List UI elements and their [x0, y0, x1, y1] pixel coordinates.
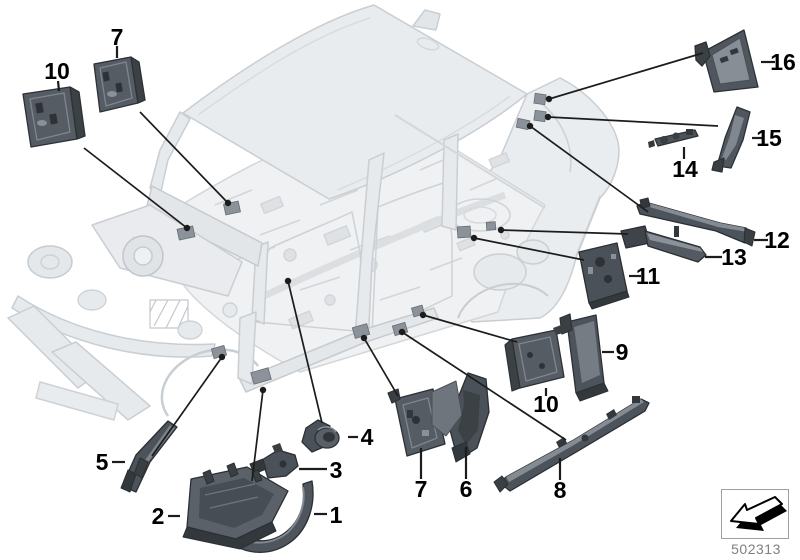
- leader-dot-13: [497, 226, 505, 234]
- leader-lines: [56, 46, 775, 518]
- callout-label-15[interactable]: 15: [756, 125, 782, 151]
- mount-point-marker: [533, 92, 547, 106]
- a-pillar: [149, 111, 191, 197]
- part-10-top-shape[interactable]: [22, 86, 86, 148]
- callout-label-8[interactable]: 8: [554, 477, 567, 503]
- leader-line-11: [473, 237, 585, 261]
- leader-dot-10-side: [419, 311, 427, 319]
- mount-point-marker: [533, 109, 547, 123]
- part-4-shape[interactable]: [301, 419, 340, 453]
- part-9-shape[interactable]: [559, 313, 609, 402]
- mount-point-marker: [485, 221, 497, 231]
- c-pillar: [441, 133, 459, 231]
- leader-dot-7-top: [224, 199, 232, 207]
- label-connector-10-top: [56, 80, 61, 92]
- callout-label-10-top[interactable]: 10: [44, 58, 70, 84]
- leader-dot-12: [526, 122, 534, 130]
- leader-line-7-top: [139, 111, 229, 204]
- part-6-shape[interactable]: [431, 372, 490, 463]
- part-13-shape[interactable]: [620, 225, 707, 263]
- callout-label-9[interactable]: 9: [616, 339, 629, 365]
- mount-point-marker: [456, 225, 472, 239]
- callout-label-7-side[interactable]: 7: [415, 476, 428, 502]
- callout-label-3[interactable]: 3: [330, 457, 343, 483]
- leader-line-4: [287, 280, 323, 424]
- leader-line-8: [401, 331, 567, 441]
- part-8-shape[interactable]: [493, 396, 650, 493]
- leader-dot-15: [544, 113, 552, 121]
- part-16-shape[interactable]: [694, 29, 759, 93]
- callout-label-16[interactable]: 16: [770, 49, 796, 75]
- callout-label-13[interactable]: 13: [721, 244, 747, 270]
- leader-line-15: [547, 116, 719, 127]
- callout-label-7-top[interactable]: 7: [111, 24, 124, 50]
- part-11-shape[interactable]: [578, 242, 630, 310]
- leader-dot-4: [284, 277, 292, 285]
- leader-dot-2: [259, 386, 267, 394]
- roof-detail: [416, 37, 440, 51]
- mount-point-marker: [250, 367, 272, 385]
- antenna-fin: [412, 9, 441, 31]
- callout-label-12[interactable]: 12: [764, 227, 790, 253]
- part-10-side-shape[interactable]: [504, 325, 565, 392]
- leader-dot-8: [398, 328, 406, 336]
- part-2-shape[interactable]: [182, 462, 289, 550]
- callout-label-2[interactable]: 2: [152, 503, 165, 529]
- figure-number: 502313: [731, 541, 781, 557]
- callout-label-14[interactable]: 14: [672, 156, 698, 182]
- leader-dot-10-top: [183, 224, 191, 232]
- leader-line-16: [548, 52, 704, 100]
- part-7-top-shape[interactable]: [93, 56, 146, 113]
- leader-line-2: [251, 389, 264, 482]
- leader-dot-11: [470, 234, 478, 242]
- leader-line-5: [151, 356, 223, 457]
- callout-label-10-side[interactable]: 10: [533, 391, 559, 417]
- leader-line-10-top: [83, 147, 188, 229]
- callout-label-4[interactable]: 4: [361, 424, 374, 450]
- leader-line-12: [529, 125, 649, 213]
- leader-line-10-side: [422, 314, 518, 343]
- leader-dot-5: [218, 353, 226, 361]
- leader-dot-16: [545, 95, 553, 103]
- callout-label-1[interactable]: 1: [330, 502, 343, 528]
- part-15-shape[interactable]: [711, 106, 751, 173]
- leader-line-13: [500, 229, 629, 235]
- car-body: [7, 4, 620, 421]
- callout-label-11[interactable]: 11: [636, 263, 661, 289]
- leader-dot-7-side: [360, 334, 368, 342]
- part-12-shape[interactable]: [636, 197, 756, 247]
- view-direction-box: [721, 489, 789, 539]
- callout-label-6[interactable]: 6: [460, 476, 473, 502]
- leader-line-7-side: [363, 337, 399, 397]
- callout-label-5[interactable]: 5: [96, 449, 109, 475]
- part-3-shape[interactable]: [249, 443, 299, 479]
- direction-arrow-icon: [730, 496, 787, 531]
- part-14-shape[interactable]: [648, 129, 699, 148]
